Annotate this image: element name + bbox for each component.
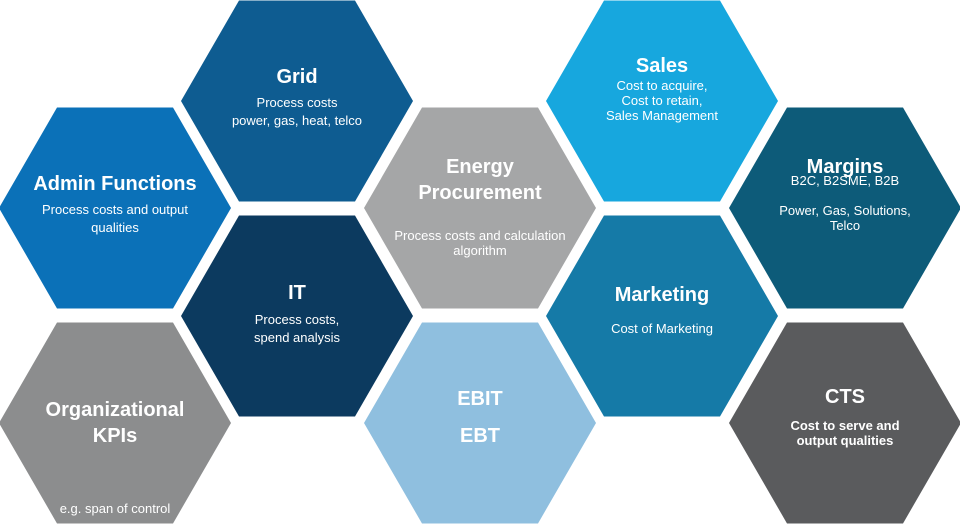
hexagon-title: Organizational	[46, 399, 185, 421]
hexagon-title: Procurement	[418, 182, 542, 204]
hexagon-shape-cts	[729, 322, 960, 524]
hexagon-title: Grid	[276, 66, 317, 88]
hexagon-title: Sales	[636, 55, 688, 77]
hexagon-description-line: power, gas, heat, telco	[232, 113, 362, 128]
hexagon-title: Marketing	[615, 284, 709, 306]
hexagon-title: IT	[288, 282, 306, 304]
hexagon-description-line: Sales Management	[606, 108, 718, 123]
hexagon-description-line: Cost to serve and	[790, 418, 899, 433]
hexagon-description-line: B2C, B2SME, B2B	[791, 173, 899, 188]
hexagon-shape-margins	[729, 107, 960, 309]
hexagon-title: Margins	[807, 156, 884, 178]
hexagon-title: Admin Functions	[33, 173, 196, 195]
hexagon-ebit-ebt: EBIT EBT	[364, 322, 596, 524]
hexagon-description-line: Cost to acquire,	[616, 78, 707, 93]
hexagon-description-line: Cost to retain,	[622, 93, 703, 108]
hexagon-title: CTS	[825, 386, 865, 408]
hexagon-it: IT Process costs, spend analysis	[181, 215, 413, 417]
hexagon-description-line: Process costs	[257, 95, 338, 110]
hexagon-title: KPIs	[93, 425, 137, 447]
hexagon-shape-ebit-ebt	[364, 322, 596, 524]
hexagon-shape-organizational-kpis	[0, 322, 231, 524]
hexagon-shape-energy-procurement	[364, 107, 596, 309]
hexagon-description-line: Process costs,	[255, 312, 340, 327]
hexagon-description-line: Process costs and output	[42, 202, 188, 217]
hexagon-title: EBIT	[457, 388, 503, 410]
hexagon-title: Energy	[446, 156, 515, 178]
hexagon-description-line: output qualities	[797, 433, 894, 448]
hexagon-description-line: qualities	[91, 220, 139, 235]
hexagon-description-line: algorithm	[453, 243, 506, 258]
hexagon-shape-admin-functions	[0, 107, 231, 309]
hexagon-title: EBT	[460, 425, 500, 447]
hexagon-description-line: Process costs and calculation	[394, 228, 565, 243]
hexagon-shape-grid	[181, 0, 413, 202]
hexagon-shape-sales	[546, 0, 778, 202]
hexagon-shape-it	[181, 215, 413, 417]
hexagon-description-line: spend analysis	[254, 330, 340, 345]
hexagon-description-line: Cost of Marketing	[611, 321, 713, 336]
hexagon-description-line: e.g. span of control	[60, 501, 171, 516]
hexagon-description-line: Power, Gas, Solutions,	[779, 203, 911, 218]
hexagon-description-line: Telco	[830, 218, 860, 233]
hexagon-shape-marketing	[546, 215, 778, 417]
